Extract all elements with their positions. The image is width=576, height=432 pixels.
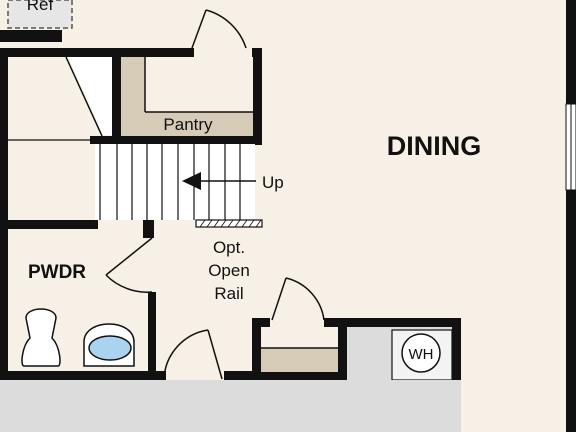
wall-pwdr-right: [148, 292, 156, 386]
pwdr-door-swing: [105, 274, 153, 293]
opt-label-3: Rail: [214, 284, 243, 303]
wall-pwdr-top: [0, 220, 98, 229]
wall-left: [0, 48, 8, 386]
sink-basin: [88, 335, 132, 361]
dining-label: DINING: [387, 131, 482, 161]
wall-right: [566, 0, 576, 432]
open-rail-hatch: [199, 219, 262, 228]
closet2-door-leaf: [271, 277, 287, 321]
closet-door-leaf: [207, 329, 223, 380]
closet-shelf: [261, 348, 338, 372]
open-rail: [195, 219, 263, 228]
pwdr-label: PWDR: [28, 262, 86, 283]
pwdr-door-leaf: [105, 237, 153, 276]
toilet: [21, 308, 61, 367]
pantry-wall-bottom: [90, 136, 262, 144]
wh-circle: [401, 333, 441, 373]
pantry-door-opening: [194, 47, 252, 58]
stair-treads: [99, 144, 241, 220]
closet-wall-right: [338, 318, 347, 380]
wall-wh-right: [452, 318, 461, 380]
wall-top-stair: [0, 48, 262, 57]
refrigerator: [7, 0, 73, 29]
wall-pwdr-top-stub: [143, 220, 154, 238]
opt-label-1: Opt.: [213, 238, 245, 257]
pantry-door-leaf: [191, 9, 207, 49]
wall-bottom-mid: [224, 371, 388, 380]
stairs: [95, 144, 255, 220]
pantry-label: Pantry: [163, 115, 213, 134]
up-arrow-head: [182, 172, 201, 190]
pantry-shelf-bottom: [121, 112, 253, 136]
up-label: Up: [262, 173, 284, 192]
pantry-door-swing: [205, 9, 247, 49]
closet-wall-top-right: [324, 318, 461, 327]
wall-bottom: [0, 371, 166, 380]
opt-label-2: Open: [208, 261, 250, 280]
pantry-wall-right: [253, 48, 262, 145]
ref-label: Ref: [27, 0, 54, 14]
closet-wall-left: [252, 318, 261, 380]
kitchen-counter: [0, 380, 461, 432]
closet2-door-swing: [285, 277, 325, 321]
wall-top-left: [0, 30, 62, 42]
pantry-wall-left: [112, 57, 121, 145]
closet-door-swing: [163, 329, 209, 380]
stair-wedge: [68, 57, 112, 135]
stair-diagonal: [65, 56, 103, 137]
closet-wall-top-left: [252, 318, 270, 327]
wh-label: WH: [409, 346, 434, 363]
